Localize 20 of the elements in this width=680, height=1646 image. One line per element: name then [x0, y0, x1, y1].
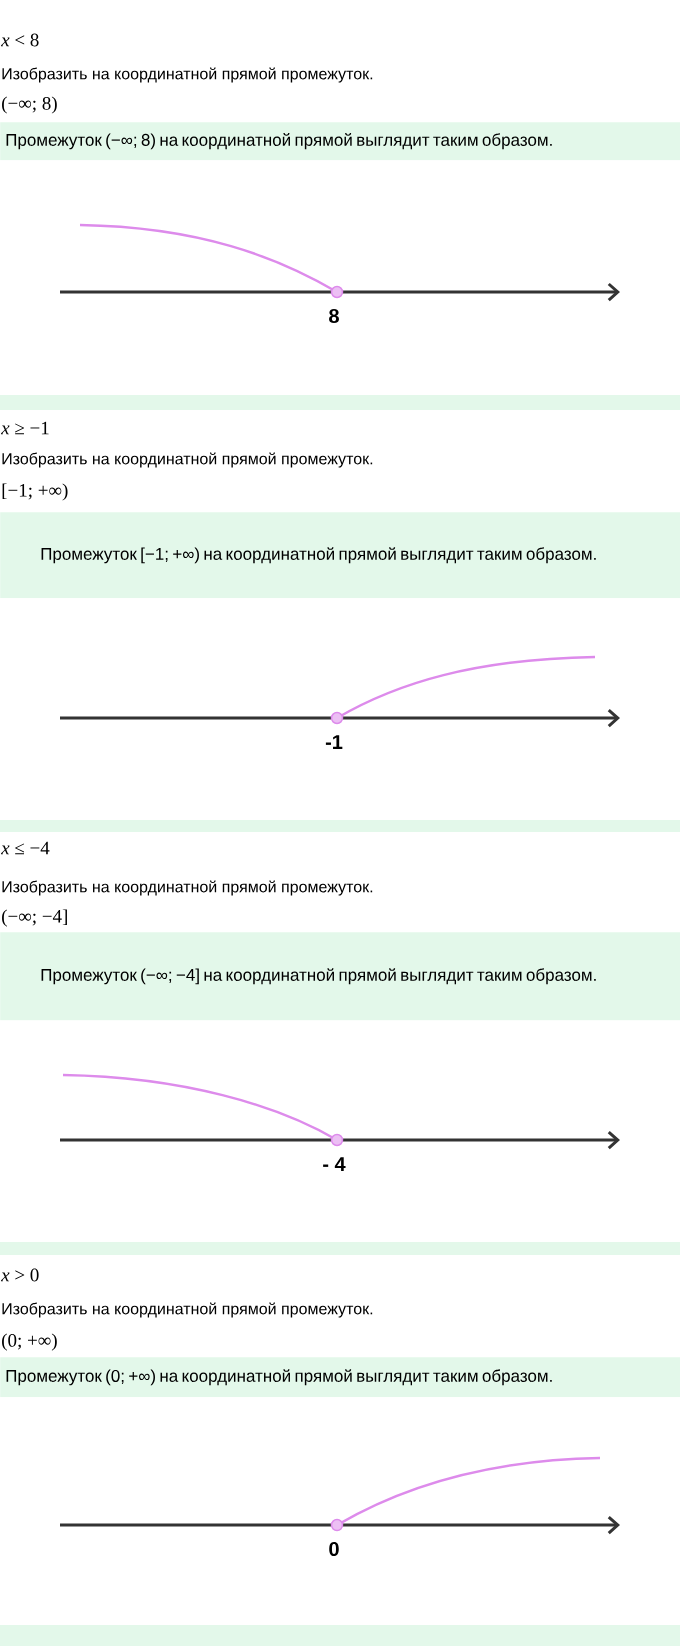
- point-marker: [330, 1133, 344, 1147]
- point-label: 0: [329, 1541, 339, 1557]
- math-expression: x > 0: [0, 1268, 39, 1282]
- point-marker: [330, 711, 344, 725]
- highlight-band: Промежуток (−∞; 8) на координатной прямой выглядит таким образом.: [0, 122, 680, 161]
- point-label: - 4: [323, 1157, 346, 1171]
- highlight-band: Промежуток (−∞; −4] на координатной прямой выглядит таким образом.: [0, 932, 680, 1021]
- math-expression: x ≤ −4: [0, 841, 50, 855]
- task-text: Изобразить на координатной прямой промежуток.: [2, 67, 373, 83]
- task-text: Изобразить на координатной прямой промежуток.: [2, 452, 373, 468]
- math-expression: x < 8: [0, 33, 39, 47]
- task-text: Изобразить на координатной прямой промежуток.: [2, 1302, 373, 1318]
- highlight-band: Промежуток (0; +∞) на координатной прямой выглядит таким образом.: [0, 1357, 680, 1398]
- point-label: 8: [329, 308, 339, 324]
- highlight-band: Промежуток [−1; +∞) на координатной прямой выглядит таким образом.: [0, 512, 680, 599]
- point-marker: [330, 285, 344, 299]
- point-label: -1: [325, 735, 343, 749]
- task-text: Изобразить на координатной прямой промежуток.: [2, 880, 373, 896]
- math-expression: x ≥ −1: [0, 421, 49, 435]
- point-marker: [330, 1518, 344, 1532]
